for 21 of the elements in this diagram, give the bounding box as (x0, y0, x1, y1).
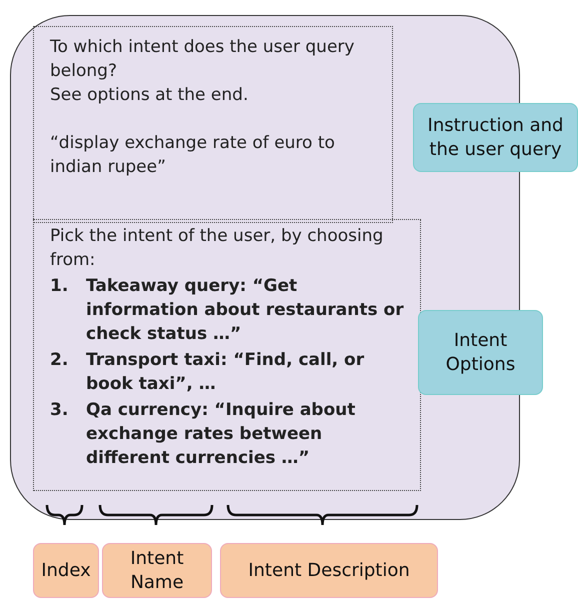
intent-option-text: Takeaway query: “Get information about restaurants or check status …” (86, 275, 404, 346)
name-tag (102, 543, 212, 598)
list-number: 2. (50, 349, 70, 372)
options-tag (418, 310, 543, 395)
list-number: 1. (50, 275, 70, 298)
intent-option-text: Qa currency: “Inquire about exchange rates between different currencies …” (86, 399, 356, 470)
instruction-text: To which intent does the user query belong? (50, 36, 356, 83)
tag-label: Intent Description (248, 558, 410, 582)
list-number: 3. (50, 399, 70, 422)
tag-label: Intent Name (129, 546, 185, 594)
intent-option-text: Transport taxi: “Find, call, or book taxi”, … (86, 349, 366, 396)
user-query-text: “display exchange rate of euro to indian rupee” (50, 132, 336, 179)
tag-label: Index (41, 558, 91, 582)
description-tag (220, 543, 438, 598)
instruction-tag (413, 103, 578, 172)
instruction-section (33, 26, 393, 223)
tag-label: Intent Options (444, 328, 516, 376)
instruction-text: See options at the end. (50, 84, 250, 107)
tag-label: Instruction and the user query (426, 114, 564, 162)
instruction-text: Pick the intent of the user, by choosing from: (50, 225, 384, 272)
index-tag (33, 543, 99, 598)
